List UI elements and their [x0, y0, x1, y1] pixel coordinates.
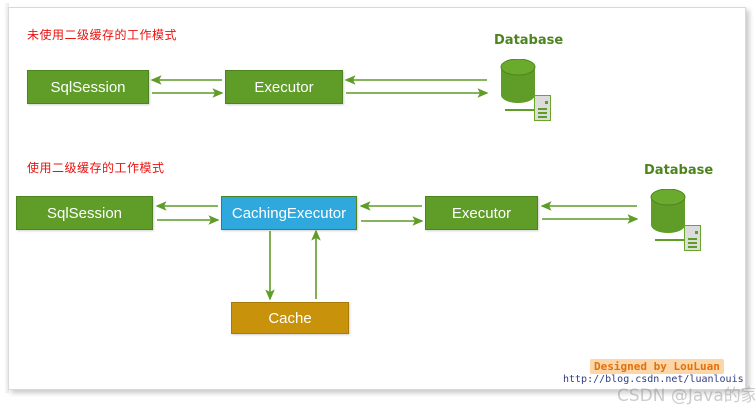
database-group-2: Database [640, 163, 735, 251]
database-label-2: Database [644, 163, 714, 178]
csdn-watermark: CSDN @Java的家 [617, 386, 755, 406]
page-frame-edge [4, 3, 9, 393]
database-connector-1 [505, 109, 535, 111]
blog-url-watermark: http://blog.csdn.net/luanlouis [563, 374, 744, 385]
section-title-no-cache: 未使用二级缓存的工作模式 [27, 28, 178, 42]
node-cache[interactable]: Cache [231, 302, 349, 334]
node-sqlsession-1[interactable]: SqlSession [27, 70, 149, 104]
database-doc-icon-1 [534, 95, 551, 121]
section-title-with-cache: 使用二级缓存的工作模式 [27, 161, 165, 175]
database-group-1: Database [490, 33, 580, 121]
designed-by-watermark: Designed by LouLuan [590, 359, 724, 374]
database-label-1: Database [494, 33, 564, 48]
node-sqlsession-2[interactable]: SqlSession [16, 196, 153, 230]
node-cachingexecutor[interactable]: CachingExecutor [221, 196, 357, 230]
node-executor-1[interactable]: Executor [225, 70, 343, 104]
database-connector-2 [655, 239, 685, 241]
node-executor-2[interactable]: Executor [425, 196, 538, 230]
database-cylinder-icon-2 [650, 188, 686, 233]
database-doc-icon-2 [684, 225, 701, 251]
database-cylinder-icon-1 [500, 58, 536, 103]
